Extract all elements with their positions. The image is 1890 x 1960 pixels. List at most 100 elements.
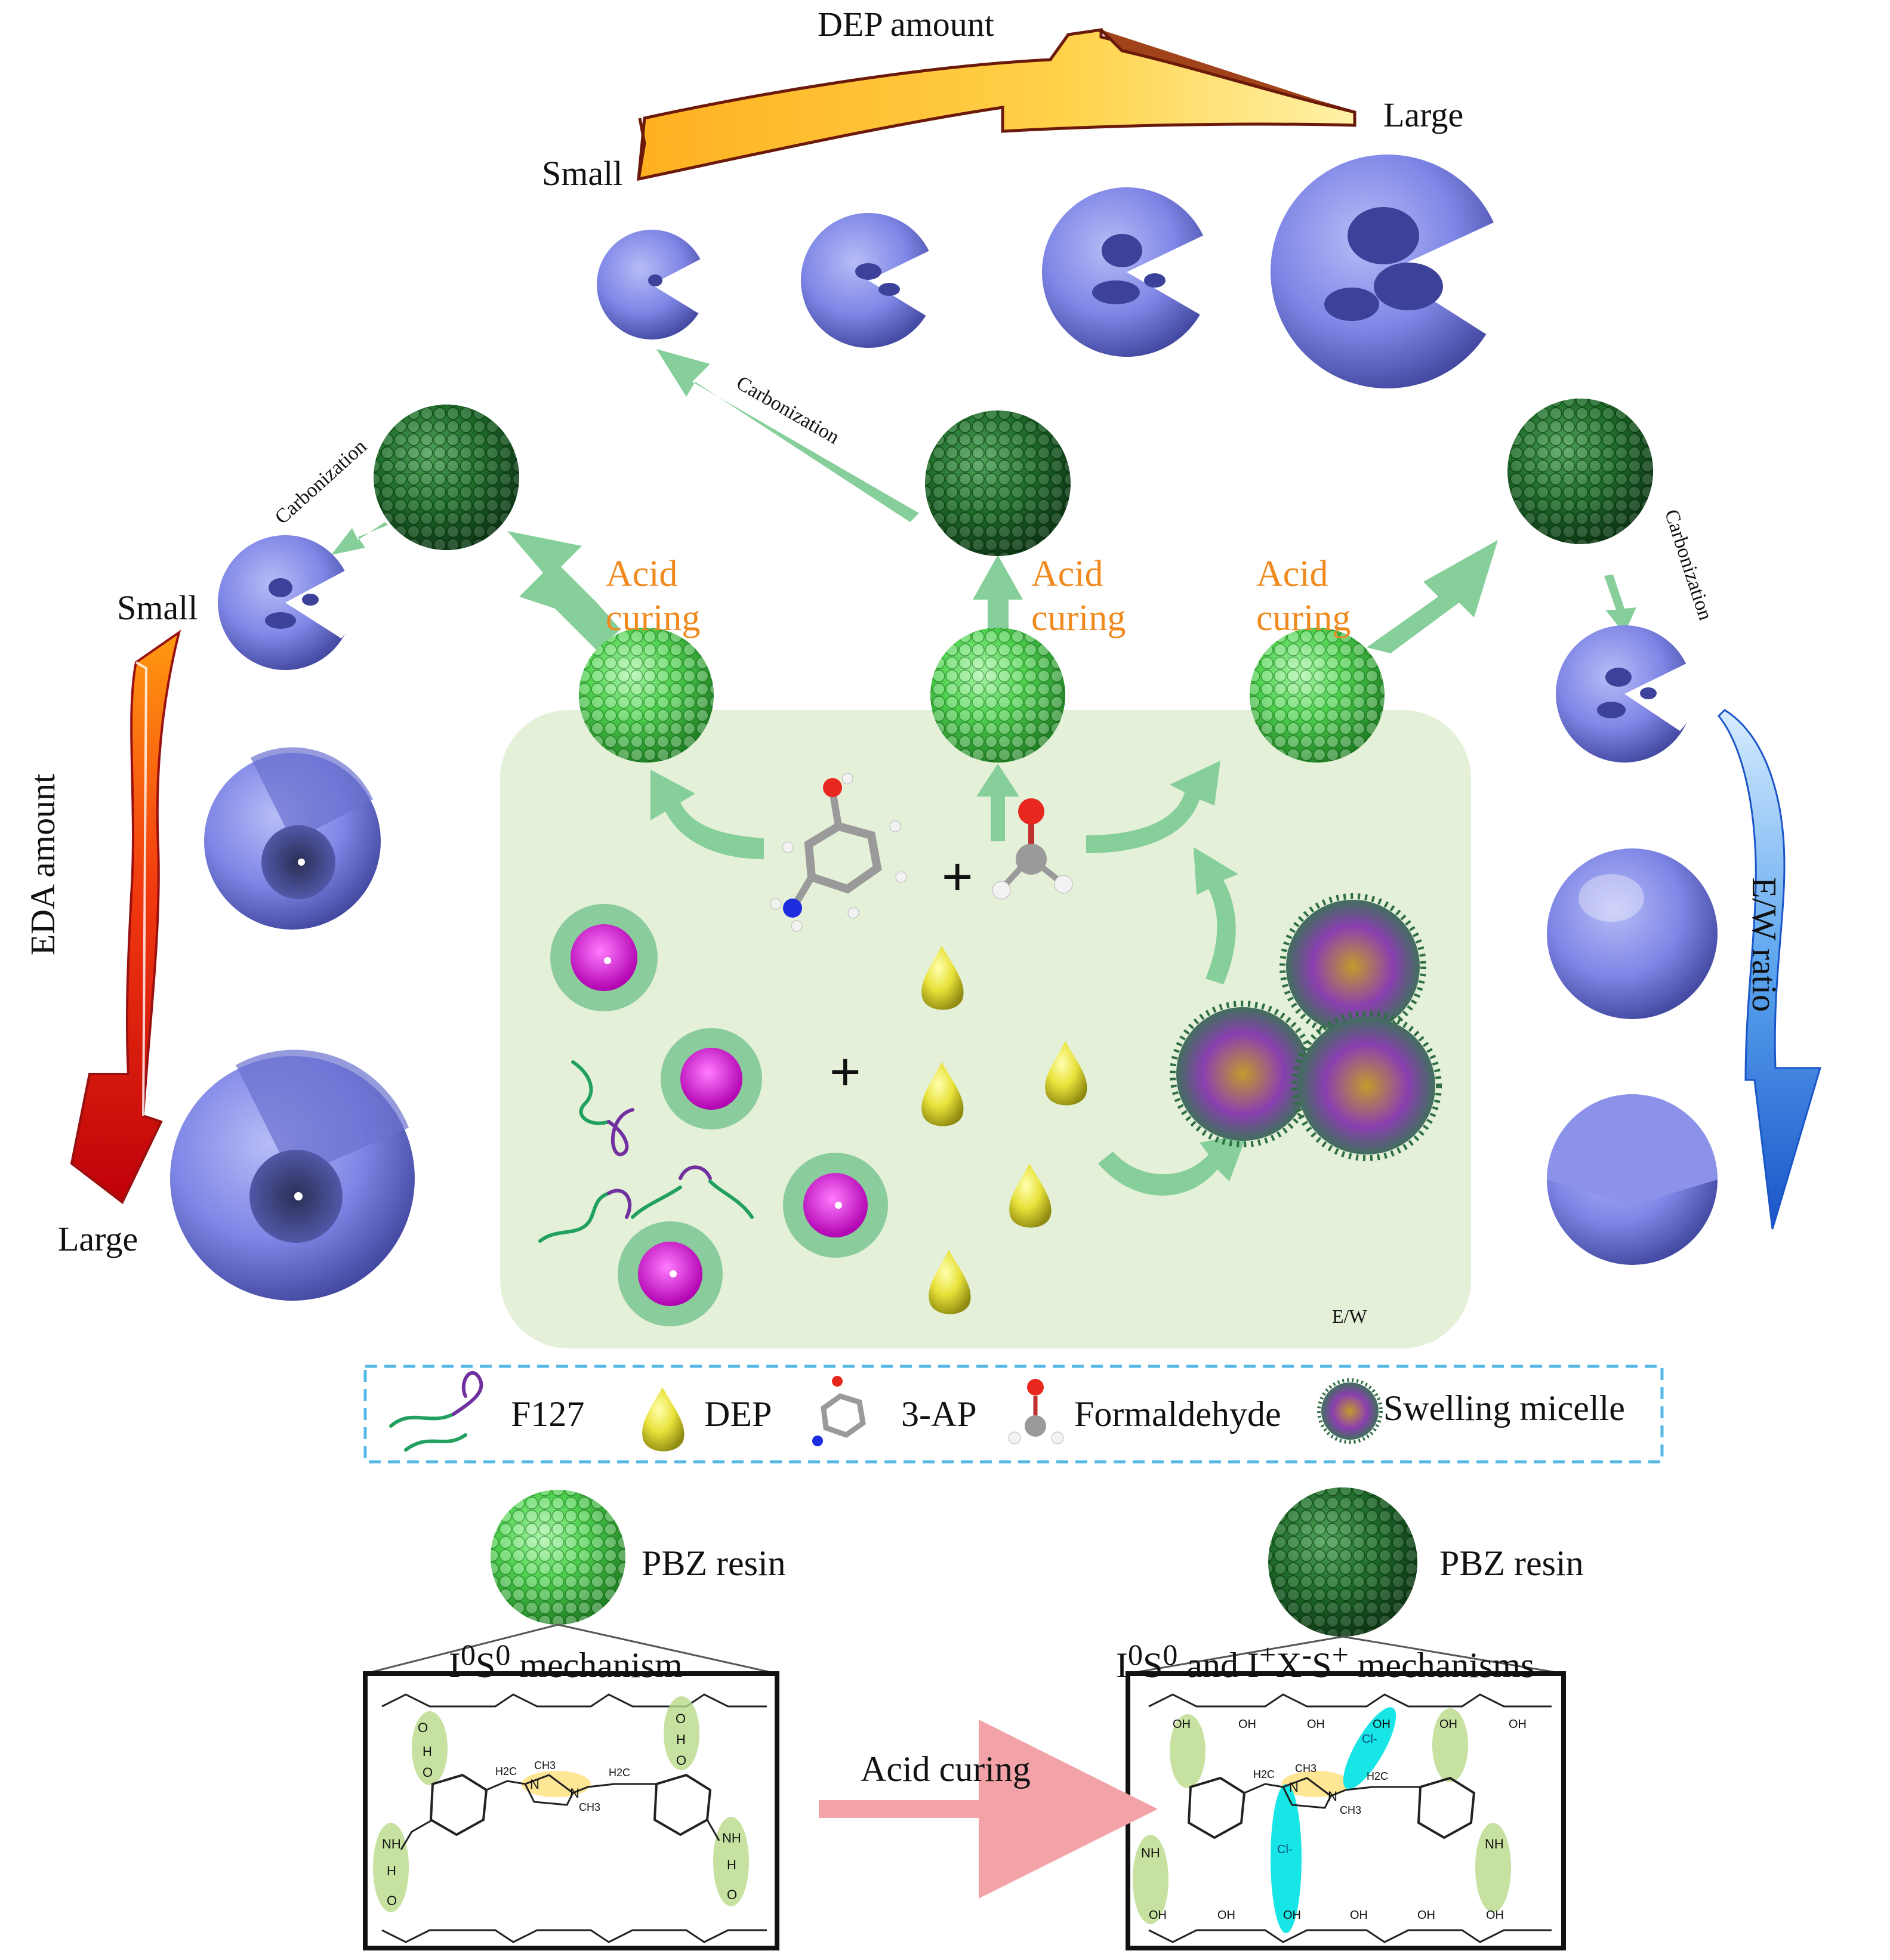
f127-micelle bbox=[783, 1153, 888, 1258]
carbon-sphere-left-small bbox=[218, 535, 358, 670]
atom-label: H bbox=[387, 1863, 396, 1878]
atom-label: NH bbox=[1141, 1845, 1160, 1860]
dep-amount-arrow bbox=[637, 28, 1356, 181]
atom-label: OH bbox=[1350, 1909, 1368, 1922]
pbz-sphere-center bbox=[930, 628, 1065, 763]
atom-label: OH bbox=[1417, 1909, 1435, 1922]
atom-label: NH bbox=[1485, 1836, 1504, 1851]
eda-amount-arrow bbox=[70, 629, 181, 1205]
carbon-sphere-right-mid bbox=[1547, 848, 1718, 1019]
panel-arrow-micelle-down bbox=[1098, 1134, 1247, 1196]
mechanism-title-right: I0S0 and I+X-S+ mechanisms bbox=[1116, 1638, 1535, 1685]
dep-drop bbox=[929, 1250, 971, 1314]
legend-dep-icon bbox=[642, 1387, 685, 1452]
cured-sphere-left bbox=[374, 405, 519, 550]
carbon-sphere-top-1 bbox=[597, 230, 711, 339]
legend-dep-label: DEP bbox=[704, 1394, 772, 1434]
legend-3ap-label: 3-AP bbox=[901, 1394, 977, 1434]
acid-curing-label-left: Acid curing bbox=[606, 554, 701, 639]
atom-label: CH3 bbox=[1340, 1804, 1362, 1816]
atom-label: O bbox=[423, 1765, 433, 1780]
panel-arrow-right bbox=[1086, 761, 1220, 853]
atom-label: H2C bbox=[1367, 1770, 1389, 1782]
atom-label: OH bbox=[1283, 1909, 1301, 1922]
formaldehyde-molecule bbox=[992, 798, 1073, 900]
three-ap-molecule bbox=[770, 773, 907, 932]
acid-curing-arrow-center bbox=[973, 555, 1023, 632]
atom-label: N bbox=[1289, 1780, 1299, 1795]
atom-label: H bbox=[423, 1744, 432, 1759]
dep-small-label: Small bbox=[542, 154, 623, 193]
legend-formaldehyde-label: Formaldehyde bbox=[1074, 1394, 1281, 1434]
carbon-sphere-left-mid bbox=[204, 747, 381, 930]
atom-label: OH bbox=[1509, 1718, 1527, 1731]
eda-amount-label: EDA amount bbox=[23, 773, 63, 956]
atom-label: OH bbox=[1307, 1718, 1325, 1731]
eda-small-label: Small bbox=[117, 588, 198, 627]
carbon-sphere-left-large bbox=[170, 1050, 415, 1301]
atom-label: OH bbox=[1486, 1909, 1504, 1922]
acid-curing-arrow-left bbox=[507, 531, 621, 650]
ew-ratio-label: E/W ratio bbox=[1745, 877, 1784, 1013]
atom-label: OH bbox=[1373, 1718, 1390, 1731]
cured-sphere-right bbox=[1507, 399, 1653, 544]
pbz-sphere-right bbox=[1250, 628, 1385, 763]
atom-label: NH bbox=[382, 1836, 401, 1851]
atom-label: H bbox=[727, 1857, 736, 1872]
pbz-sphere-left bbox=[579, 628, 714, 763]
legend-swelling-micelle-icon bbox=[1317, 1378, 1383, 1444]
cured-sphere-center bbox=[925, 410, 1071, 556]
atom-label: CH3 bbox=[579, 1801, 601, 1813]
atom-label: OH bbox=[1439, 1718, 1457, 1731]
carbon-sphere-right-large bbox=[1547, 1094, 1718, 1265]
pbz-resin-label-right: PBZ resin bbox=[1439, 1544, 1584, 1583]
f127-chain bbox=[538, 1060, 754, 1243]
carbonization-arrow-right bbox=[1604, 575, 1636, 634]
atom-label: O bbox=[387, 1893, 397, 1908]
dep-drop bbox=[921, 946, 964, 1010]
atom-label: OH bbox=[1238, 1718, 1256, 1731]
atom-label: NH bbox=[722, 1831, 741, 1845]
carbon-sphere-top-2 bbox=[801, 213, 942, 348]
atom-label: OH bbox=[1173, 1718, 1191, 1731]
zoom-lines-left bbox=[365, 1623, 778, 1675]
dep-amount-label: DEP amount bbox=[818, 5, 994, 44]
carbonization-arrow-left bbox=[331, 522, 388, 555]
atom-label: H bbox=[676, 1732, 686, 1747]
eda-large-label: Large bbox=[58, 1220, 138, 1258]
f127-micelle bbox=[661, 1028, 762, 1129]
mechanism-title-left: I0S0 mechanism bbox=[449, 1638, 683, 1685]
atom-label: N bbox=[530, 1777, 539, 1792]
legend-f127-label: F127 bbox=[511, 1394, 585, 1434]
carbon-sphere-top-4 bbox=[1271, 155, 1512, 388]
atom-label: N bbox=[1328, 1789, 1337, 1804]
dep-drop bbox=[921, 1062, 964, 1126]
pbz-resin-sphere-left bbox=[491, 1490, 625, 1625]
pbz-resin-sphere-right bbox=[1268, 1487, 1417, 1637]
swelling-micelle bbox=[1279, 893, 1426, 1040]
carbonization-arrow-center bbox=[656, 349, 919, 522]
atom-label: H2C bbox=[495, 1765, 517, 1777]
acid-curing-label-center: Acid curing bbox=[1031, 554, 1126, 639]
atom-label: CH3 bbox=[534, 1760, 556, 1771]
acid-curing-label-right: Acid curing bbox=[1256, 554, 1351, 639]
atom-label: Cl- bbox=[1362, 1733, 1377, 1746]
mechanism-box-left bbox=[363, 1671, 779, 1950]
legend-f127-icon bbox=[389, 1371, 483, 1452]
panel-arrow-center bbox=[976, 764, 1019, 841]
legend-swelling-micelle-label: Swelling micelle bbox=[1383, 1388, 1625, 1428]
zoom-lines-right bbox=[1127, 1635, 1564, 1675]
ew-ratio-arrow bbox=[1717, 709, 1822, 1230]
dep-drop bbox=[1009, 1163, 1052, 1228]
atom-label: H2C bbox=[609, 1767, 631, 1779]
f127-micelle bbox=[550, 904, 658, 1011]
acid-curing-bottom-label: Acid curing bbox=[861, 1749, 1031, 1789]
atom-label: O bbox=[727, 1887, 738, 1902]
pbz-resin-label-left: PBZ resin bbox=[642, 1544, 786, 1583]
swelling-micelle bbox=[1291, 1011, 1442, 1161]
f127-micelle bbox=[618, 1221, 723, 1326]
panel-arrow-micelle-up bbox=[1194, 847, 1238, 984]
atom-label: O bbox=[676, 1753, 687, 1768]
atom-label: H2C bbox=[1253, 1768, 1275, 1780]
